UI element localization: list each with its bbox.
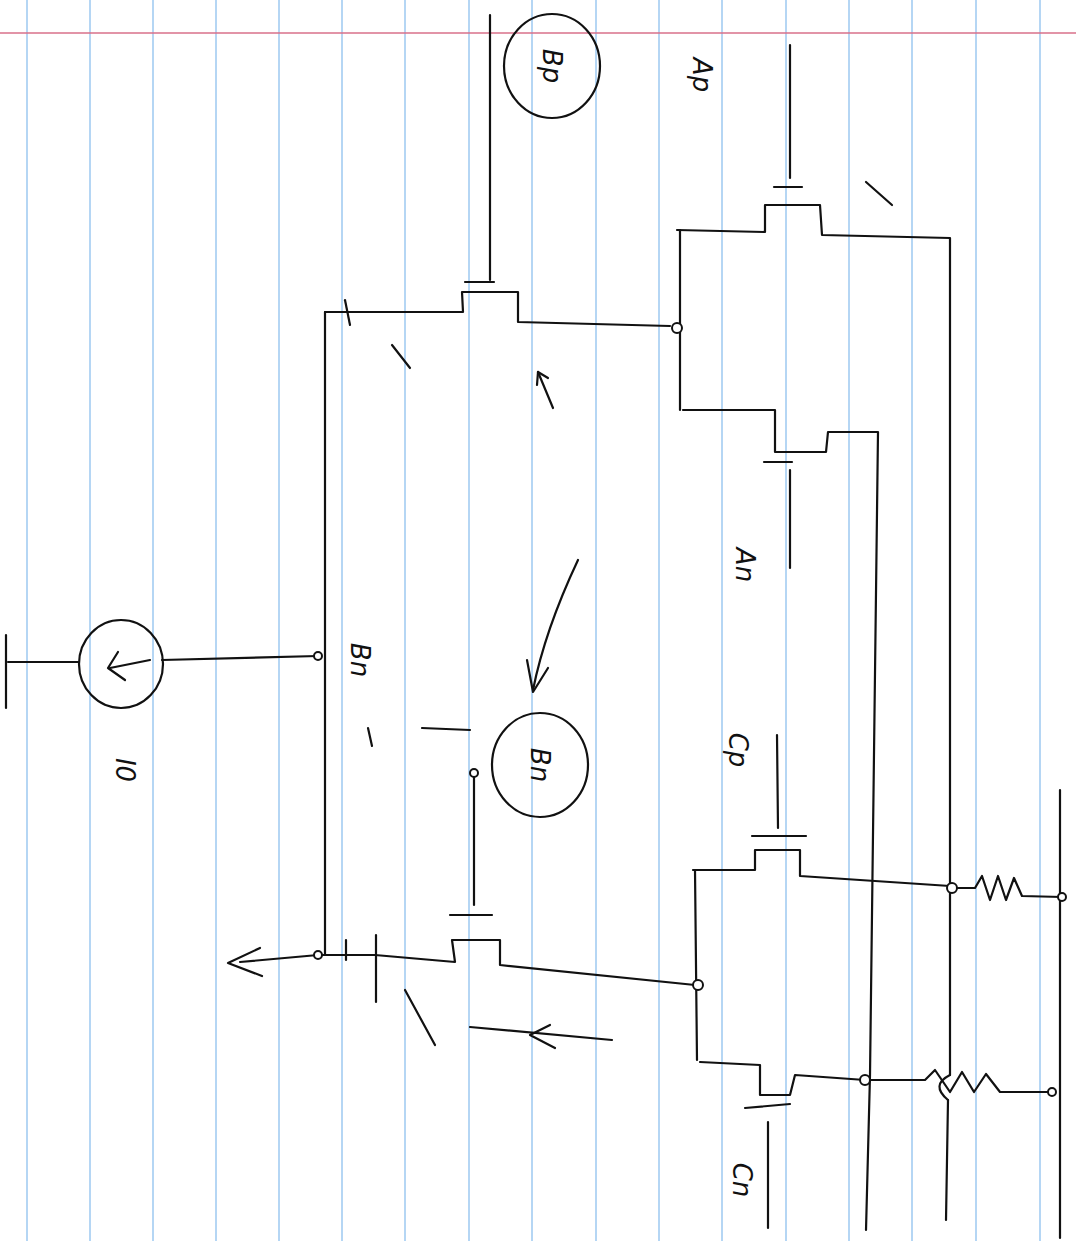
wires <box>6 15 1062 1238</box>
part-label: Ap <box>672 45 732 105</box>
label-text: I0 <box>112 758 138 782</box>
part-label: Cn <box>712 1150 772 1210</box>
part-label: An <box>715 535 775 595</box>
margin-line <box>0 32 1076 34</box>
label-text: Cn <box>729 1163 755 1198</box>
label-text: An <box>732 548 758 582</box>
label-text: Ap <box>689 58 715 92</box>
junction-dots <box>314 323 1066 1096</box>
part-label: Bn <box>330 630 390 690</box>
notebook-rules <box>27 0 1040 1241</box>
part-label: Cp <box>708 720 768 780</box>
circled-label: Bp <box>502 12 602 120</box>
node-text: Bn <box>527 748 553 782</box>
label-text: Cp <box>725 733 751 768</box>
circled-label: Bn <box>490 711 590 819</box>
label-text: Bn <box>347 643 373 677</box>
part-label: I0 <box>95 740 155 800</box>
node-text: Bp <box>539 49 565 83</box>
